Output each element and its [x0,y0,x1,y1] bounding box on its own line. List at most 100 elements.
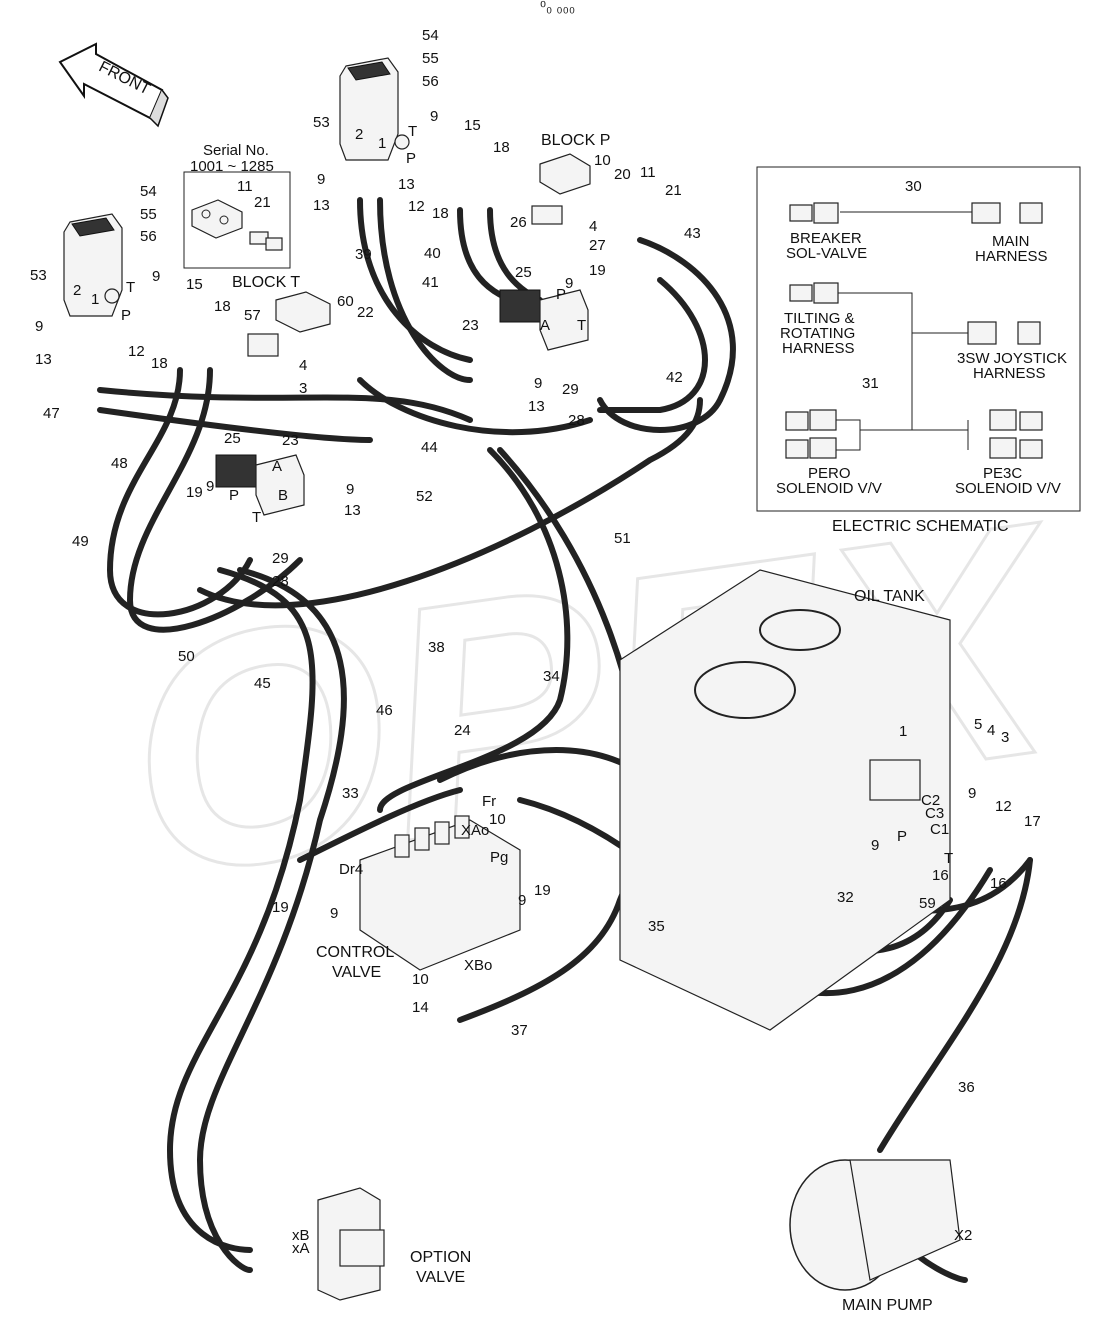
port-labels: T P 2 1 T P 2 1 A P B T P A T XAo XBo Fr… [73,123,972,1257]
callout: 3 [1001,729,1009,746]
callout: 33 [342,785,359,802]
callout: 57 [244,307,261,324]
electric-schematic: 30 31 BREAKER SOL-VALVE MAIN HARNESS TIL… [756,166,1081,535]
port-C3: C3 [925,805,944,822]
callout: 24 [454,722,471,739]
port-P-left: P [121,307,131,324]
callout: 12 [128,343,145,360]
port-2-left: 2 [73,282,81,299]
control-valve [359,815,521,971]
port-P-tank: P [897,828,907,845]
callout: 13 [398,176,415,193]
callout: 9 [317,171,325,188]
callout: 19 [186,484,203,501]
callout: 59 [919,895,936,912]
callout: 9 [534,375,542,392]
port-xA: xA [292,1240,310,1257]
callout: 42 [666,369,683,386]
callout: 49 [72,533,89,550]
callout: 45 [254,675,271,692]
main-harness-label-1: MAIN [992,233,1030,250]
main-pump-label: MAIN PUMP [842,1297,933,1314]
port-X2: X2 [954,1227,972,1244]
callout: 25 [224,430,241,447]
component-labels: BLOCK T BLOCK P CONTROL VALVE OPTION VAL… [232,132,933,1314]
block-p-label: BLOCK P [541,132,610,149]
callout: 18 [214,298,231,315]
main-pump [789,1159,961,1291]
callout: 9 [152,268,160,285]
port-Pg: Pg [490,849,508,866]
callout: 29 [272,550,289,567]
callout: 23 [462,317,479,334]
control-valve-label-2: VALVE [332,964,381,981]
ref-30: 30 [905,178,922,195]
port-XAo: XAo [461,822,489,839]
front-arrow: FRONT [58,42,169,128]
callout: 9 [35,318,43,335]
callout: 53 [30,267,47,284]
callout: 12 [408,198,425,215]
tilting-label-2: ROTATING [780,325,855,342]
callout: 47 [43,405,60,422]
callout: 56 [140,228,157,245]
callout: 55 [422,50,439,67]
callout: 60 [337,293,354,310]
callout: 18 [151,355,168,372]
option-valve [317,1187,385,1301]
callout: 9 [871,837,879,854]
callout: 20 [614,166,631,183]
serial-range: 1001 ~ 1285 [190,158,274,175]
callout: 52 [416,488,433,505]
breaker-label-1: BREAKER [790,230,862,247]
port-T-tank: T [944,850,953,867]
callout: 19 [589,262,606,279]
control-valve-label-1: CONTROL [316,944,394,961]
callout: 5 [974,716,982,733]
block-t [247,291,331,357]
joystick-right [339,57,410,161]
callout: 10 [489,811,506,828]
port-1-right: 1 [378,135,386,152]
breaker-label-2: SOL-VALVE [786,245,867,262]
callout: 44 [421,439,438,456]
callout: 4 [589,218,597,235]
callout: 35 [648,918,665,935]
callout: 21 [665,182,682,199]
port-Fr: Fr [482,793,496,810]
callout: 13 [528,398,545,415]
ref-31: 31 [862,375,879,392]
callout: 9 [968,785,976,802]
callout: 25 [515,264,532,281]
callout: 9 [518,892,526,909]
callout: 41 [422,274,439,291]
option-valve-label-2: VALVE [416,1269,465,1286]
callout: 19 [272,899,289,916]
block-t-label: BLOCK T [232,274,300,291]
callout: 29 [562,381,579,398]
port-XBo: XBo [464,957,492,974]
callout: 26 [510,214,527,231]
port-T-left: T [126,279,135,296]
port-T-upper: T [577,317,586,334]
solenoid-block-lower [215,454,305,516]
callout: 54 [422,27,439,44]
callout: 18 [432,205,449,222]
callout: 18 [493,139,510,156]
callout: 12 [995,798,1012,815]
port-T-lower: T [252,509,261,526]
callout: 9 [565,275,573,292]
port-B-lower: B [278,487,288,504]
callout: 19 [534,882,551,899]
callout: 50 [178,648,195,665]
callout: 4 [987,722,995,739]
callout: 9 [430,108,438,125]
joystick-left [63,213,123,317]
callout: 56 [422,73,439,90]
header-mark: ⁰₀ ₀₀₀ [540,0,575,16]
joystick-label-2: HARNESS [973,365,1046,382]
callout: 38 [428,639,445,656]
callout: 32 [837,889,854,906]
callout: 27 [589,237,606,254]
